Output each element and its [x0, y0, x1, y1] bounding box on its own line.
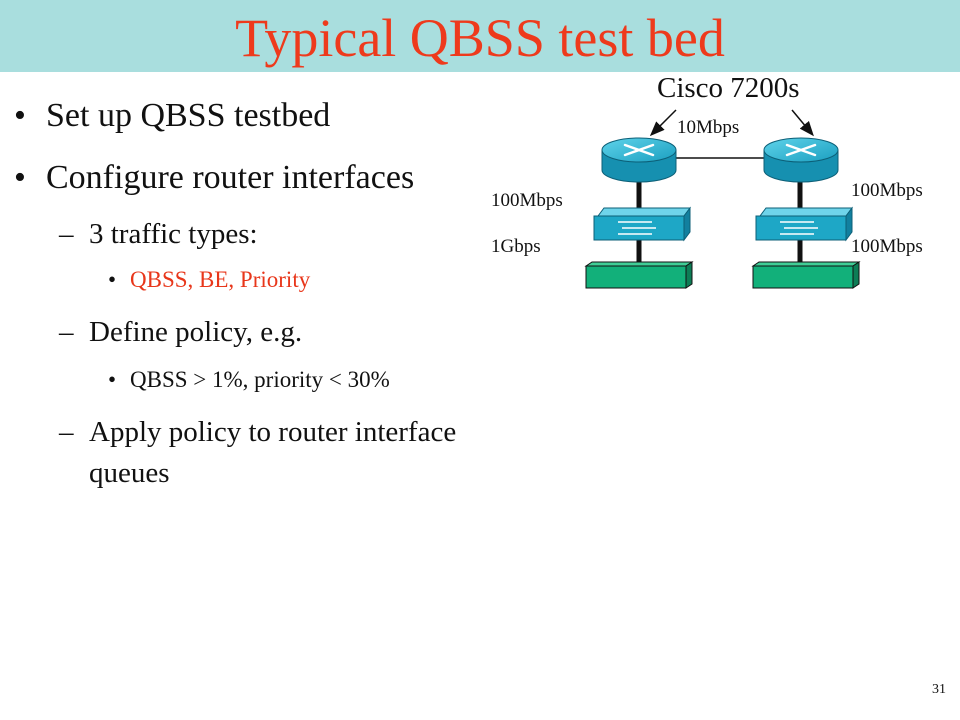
page-number: 31 [932, 682, 946, 697]
subbullet-text: Apply policy to router interface [89, 416, 457, 448]
bullet-text: Set up QBSS testbed [46, 97, 331, 134]
link-label-10mbps: 10Mbps [677, 117, 740, 138]
subbullet-text: 3 traffic types: [89, 218, 258, 250]
title-bar [0, 0, 960, 72]
bullet-dot: • [108, 367, 117, 392]
router-label: Cisco 7200s [657, 72, 800, 104]
subbullet-text: queues [89, 457, 170, 489]
router-icon [763, 137, 839, 183]
subsub-text: QBSS, BE, Priority [130, 267, 311, 292]
host-icon [751, 261, 861, 289]
subbullet-text: Define policy, e.g. [89, 316, 303, 348]
dash-marker: – [59, 416, 74, 448]
subbullet-traffic-types: – 3 traffic types: [59, 216, 258, 252]
bullet-configure-router: • Configure router interfaces [14, 158, 415, 198]
switch-icon [755, 206, 853, 242]
slide-title: Typical QBSS test bed [235, 8, 725, 68]
bullet-setup-testbed: • Set up QBSS testbed [14, 96, 331, 136]
subsub-policy-example: • QBSS > 1%, priority < 30% [108, 366, 390, 394]
subsub-traffic-list: • QBSS, BE, Priority [108, 266, 311, 294]
bullet-dot: • [108, 267, 117, 292]
bullet-dot: • [14, 97, 26, 134]
link-label-1gbps: 1Gbps [491, 236, 541, 257]
router-icon [601, 137, 677, 183]
host-icon [584, 261, 694, 289]
subbullet-apply-policy-cont: queues [89, 455, 170, 491]
switch-icon [593, 206, 691, 242]
subsub-text: QBSS > 1%, priority < 30% [130, 367, 390, 392]
bullet-dot: • [14, 159, 26, 196]
link-label-left-100mbps: 100Mbps [491, 190, 563, 211]
bullet-text: Configure router interfaces [46, 159, 415, 196]
dash-marker: – [59, 218, 74, 250]
arrow-to-right-router [791, 109, 814, 137]
arrow-to-left-router [649, 109, 677, 137]
subbullet-apply-policy: – Apply policy to router interface [59, 414, 457, 450]
link-label-right-host-100mbps: 100Mbps [851, 236, 923, 257]
subbullet-define-policy: – Define policy, e.g. [59, 314, 303, 350]
link-label-right-100mbps: 100Mbps [851, 180, 923, 201]
dash-marker: – [59, 316, 74, 348]
